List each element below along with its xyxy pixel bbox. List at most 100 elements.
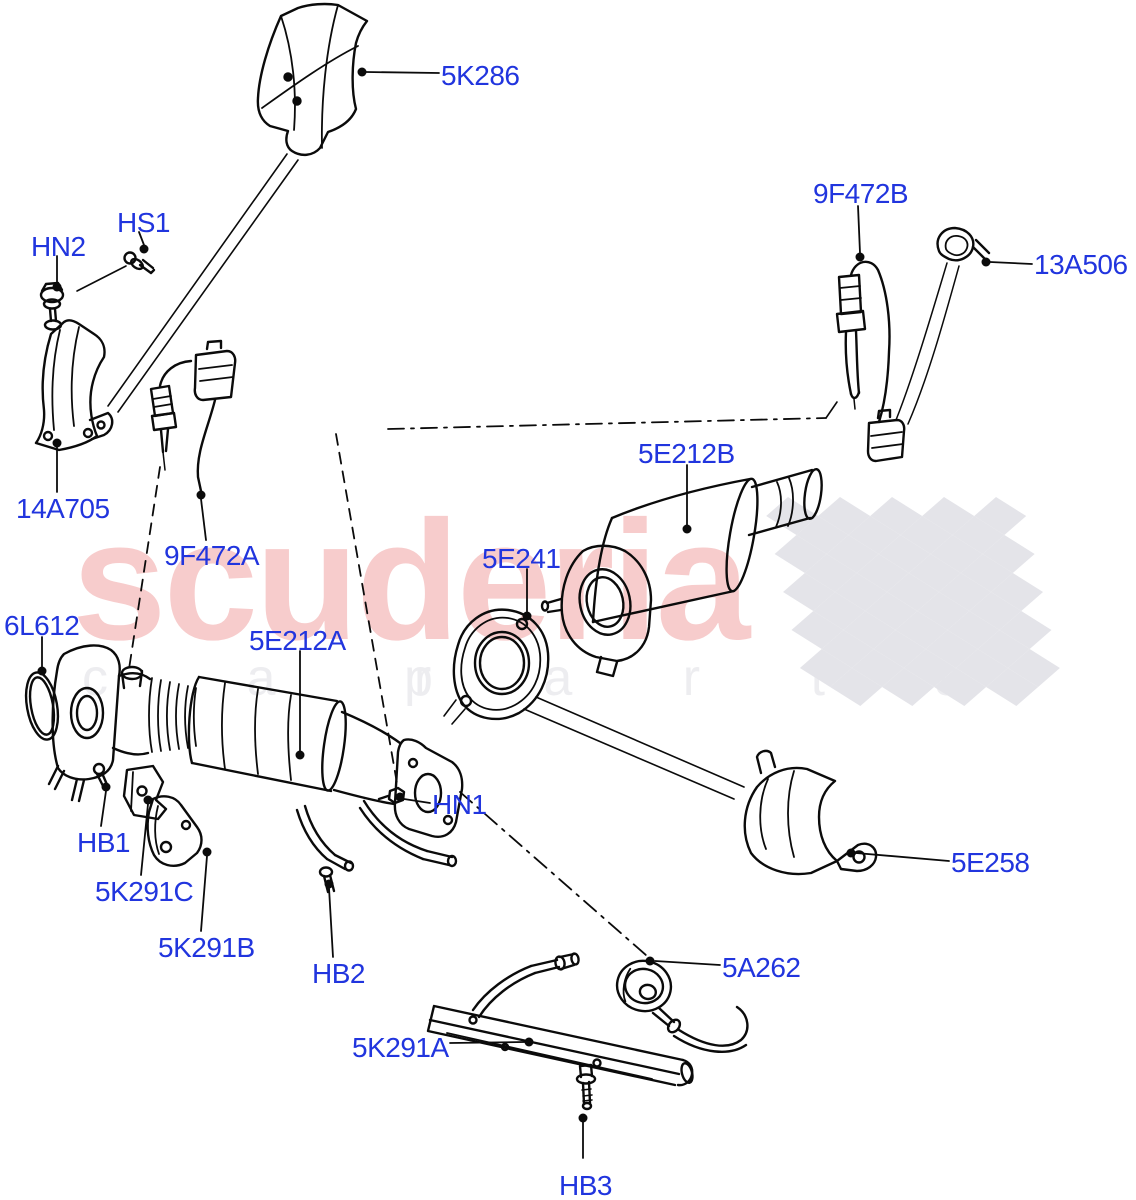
leader-dot-5E212A — [295, 750, 305, 760]
bolt-hb3-drawing — [575, 1063, 597, 1111]
part-label-5E258[interactable]: 5E258 — [951, 847, 1030, 878]
flag-cell — [791, 611, 844, 649]
flag-cell — [969, 592, 1022, 630]
flag-cell — [851, 649, 904, 687]
heat-shield-lower-drawing — [743, 749, 878, 876]
part-label-HN2[interactable]: HN2 — [31, 231, 86, 262]
flag-cell — [930, 535, 983, 573]
leader-line-HN1 — [403, 798, 431, 804]
part-label-5K291C[interactable]: 5K291C — [95, 876, 194, 907]
flag-cell — [783, 573, 836, 611]
leader-dot-13A506 — [981, 257, 991, 267]
alignment-line — [443, 699, 457, 717]
leader-line-5A262 — [654, 960, 721, 966]
leader-dot-HB3 — [578, 1113, 588, 1123]
flag-cell — [1007, 649, 1060, 687]
watermark-brand-text: scuderia — [72, 486, 750, 676]
flag-cell — [766, 497, 819, 535]
flag-cell — [774, 535, 827, 573]
flag-cell — [986, 668, 1039, 706]
flag-cell — [870, 497, 923, 535]
flag-cell — [865, 592, 918, 630]
flag-cell — [830, 668, 883, 706]
flag-cell — [799, 649, 852, 687]
flag-cell — [818, 497, 871, 535]
leader-dot-5K291B — [202, 847, 212, 857]
part-label-9F472B[interactable]: 9F472B — [813, 178, 909, 209]
bolt-hb2-drawing — [318, 866, 336, 894]
alignment-line — [117, 159, 299, 413]
flag-cell — [908, 554, 961, 592]
rivet-hole — [292, 96, 302, 106]
part-label-HB1[interactable]: HB1 — [77, 827, 130, 858]
leader-line-5K291B — [200, 855, 208, 932]
leader-line-13A506 — [989, 261, 1033, 265]
leader-dot-6L612 — [37, 666, 47, 676]
part-label-HB2[interactable]: HB2 — [312, 958, 365, 989]
part-label-HS1[interactable]: HS1 — [117, 207, 170, 238]
wiring-clip-drawing — [895, 226, 991, 425]
flag-cell — [835, 573, 888, 611]
leader-dot-5E241 — [522, 611, 532, 621]
bolt-hs1-drawing — [123, 251, 156, 275]
leader-dot-HN2 — [52, 282, 62, 292]
leader-dot-5A262 — [645, 956, 655, 966]
part-label-HB3[interactable]: HB3 — [559, 1170, 612, 1200]
leader-dot-14A705 — [52, 438, 62, 448]
leader-line-HB1 — [100, 790, 107, 827]
part-label-5K286[interactable]: 5K286 — [441, 60, 520, 91]
leader-lines — [41, 71, 1033, 1159]
part-label-5E212B[interactable]: 5E212B — [638, 438, 735, 469]
centerline-dashdot — [387, 417, 827, 430]
front-pipe-catalyst-drawing — [47, 644, 464, 872]
part-label-HN1[interactable]: HN1 — [432, 789, 487, 820]
leader-dot-HS1 — [139, 244, 149, 254]
leader-dot-5K286 — [357, 67, 367, 77]
leader-dot-HB1 — [101, 782, 111, 792]
alignment-line — [76, 265, 127, 292]
leader-line-5K291A — [449, 1041, 526, 1044]
part-label-5E241[interactable]: 5E241 — [482, 543, 561, 574]
part-label-6L612[interactable]: 6L612 — [4, 610, 80, 641]
leader-dot-HB2 — [324, 879, 334, 889]
flag-cell — [796, 516, 849, 554]
centerline-dashed — [128, 466, 161, 670]
part-label-5K291A[interactable]: 5K291A — [352, 1032, 449, 1063]
flag-cell — [843, 611, 896, 649]
heat-shield-upper-drawing — [256, 2, 369, 156]
oxygen-sensor-front-drawing — [120, 339, 237, 690]
flag-cell — [856, 554, 909, 592]
flag-cell — [922, 497, 975, 535]
rivet-hole — [283, 72, 293, 82]
part-label-14A705[interactable]: 14A705 — [16, 493, 110, 524]
flag-cell — [804, 554, 857, 592]
flag-cell — [882, 668, 935, 706]
part-label-5E212A[interactable]: 5E212A — [249, 625, 346, 656]
part-label-5K291B[interactable]: 5K291B — [158, 932, 255, 963]
flag-cell — [947, 611, 1000, 649]
flag-cell — [952, 516, 1005, 554]
flag-cell — [960, 554, 1013, 592]
leader-dots — [37, 67, 991, 1123]
flag-cell — [903, 649, 956, 687]
flag-cell — [848, 516, 901, 554]
leader-dot-9F472B — [855, 252, 865, 262]
flag-cell — [934, 668, 987, 706]
alignment-line — [523, 708, 735, 800]
flag-cell — [917, 592, 970, 630]
part-label-9F472A[interactable]: 9F472A — [164, 540, 260, 571]
part-label-5A262[interactable]: 5A262 — [722, 952, 801, 983]
leader-line-HB2 — [328, 887, 334, 958]
flag-cell — [939, 573, 992, 611]
alignment-line — [107, 153, 288, 407]
alignment-line — [825, 401, 838, 419]
leader-line-5K291C — [140, 803, 149, 876]
leader-line-9F472A — [200, 498, 207, 541]
part-label-13A506[interactable]: 13A506 — [1034, 249, 1128, 280]
oxygen-sensor-rear-drawing — [835, 226, 991, 463]
support-bracket-drawing — [34, 251, 156, 452]
flag-cell — [955, 649, 1008, 687]
leader-line-HS1 — [138, 231, 145, 246]
